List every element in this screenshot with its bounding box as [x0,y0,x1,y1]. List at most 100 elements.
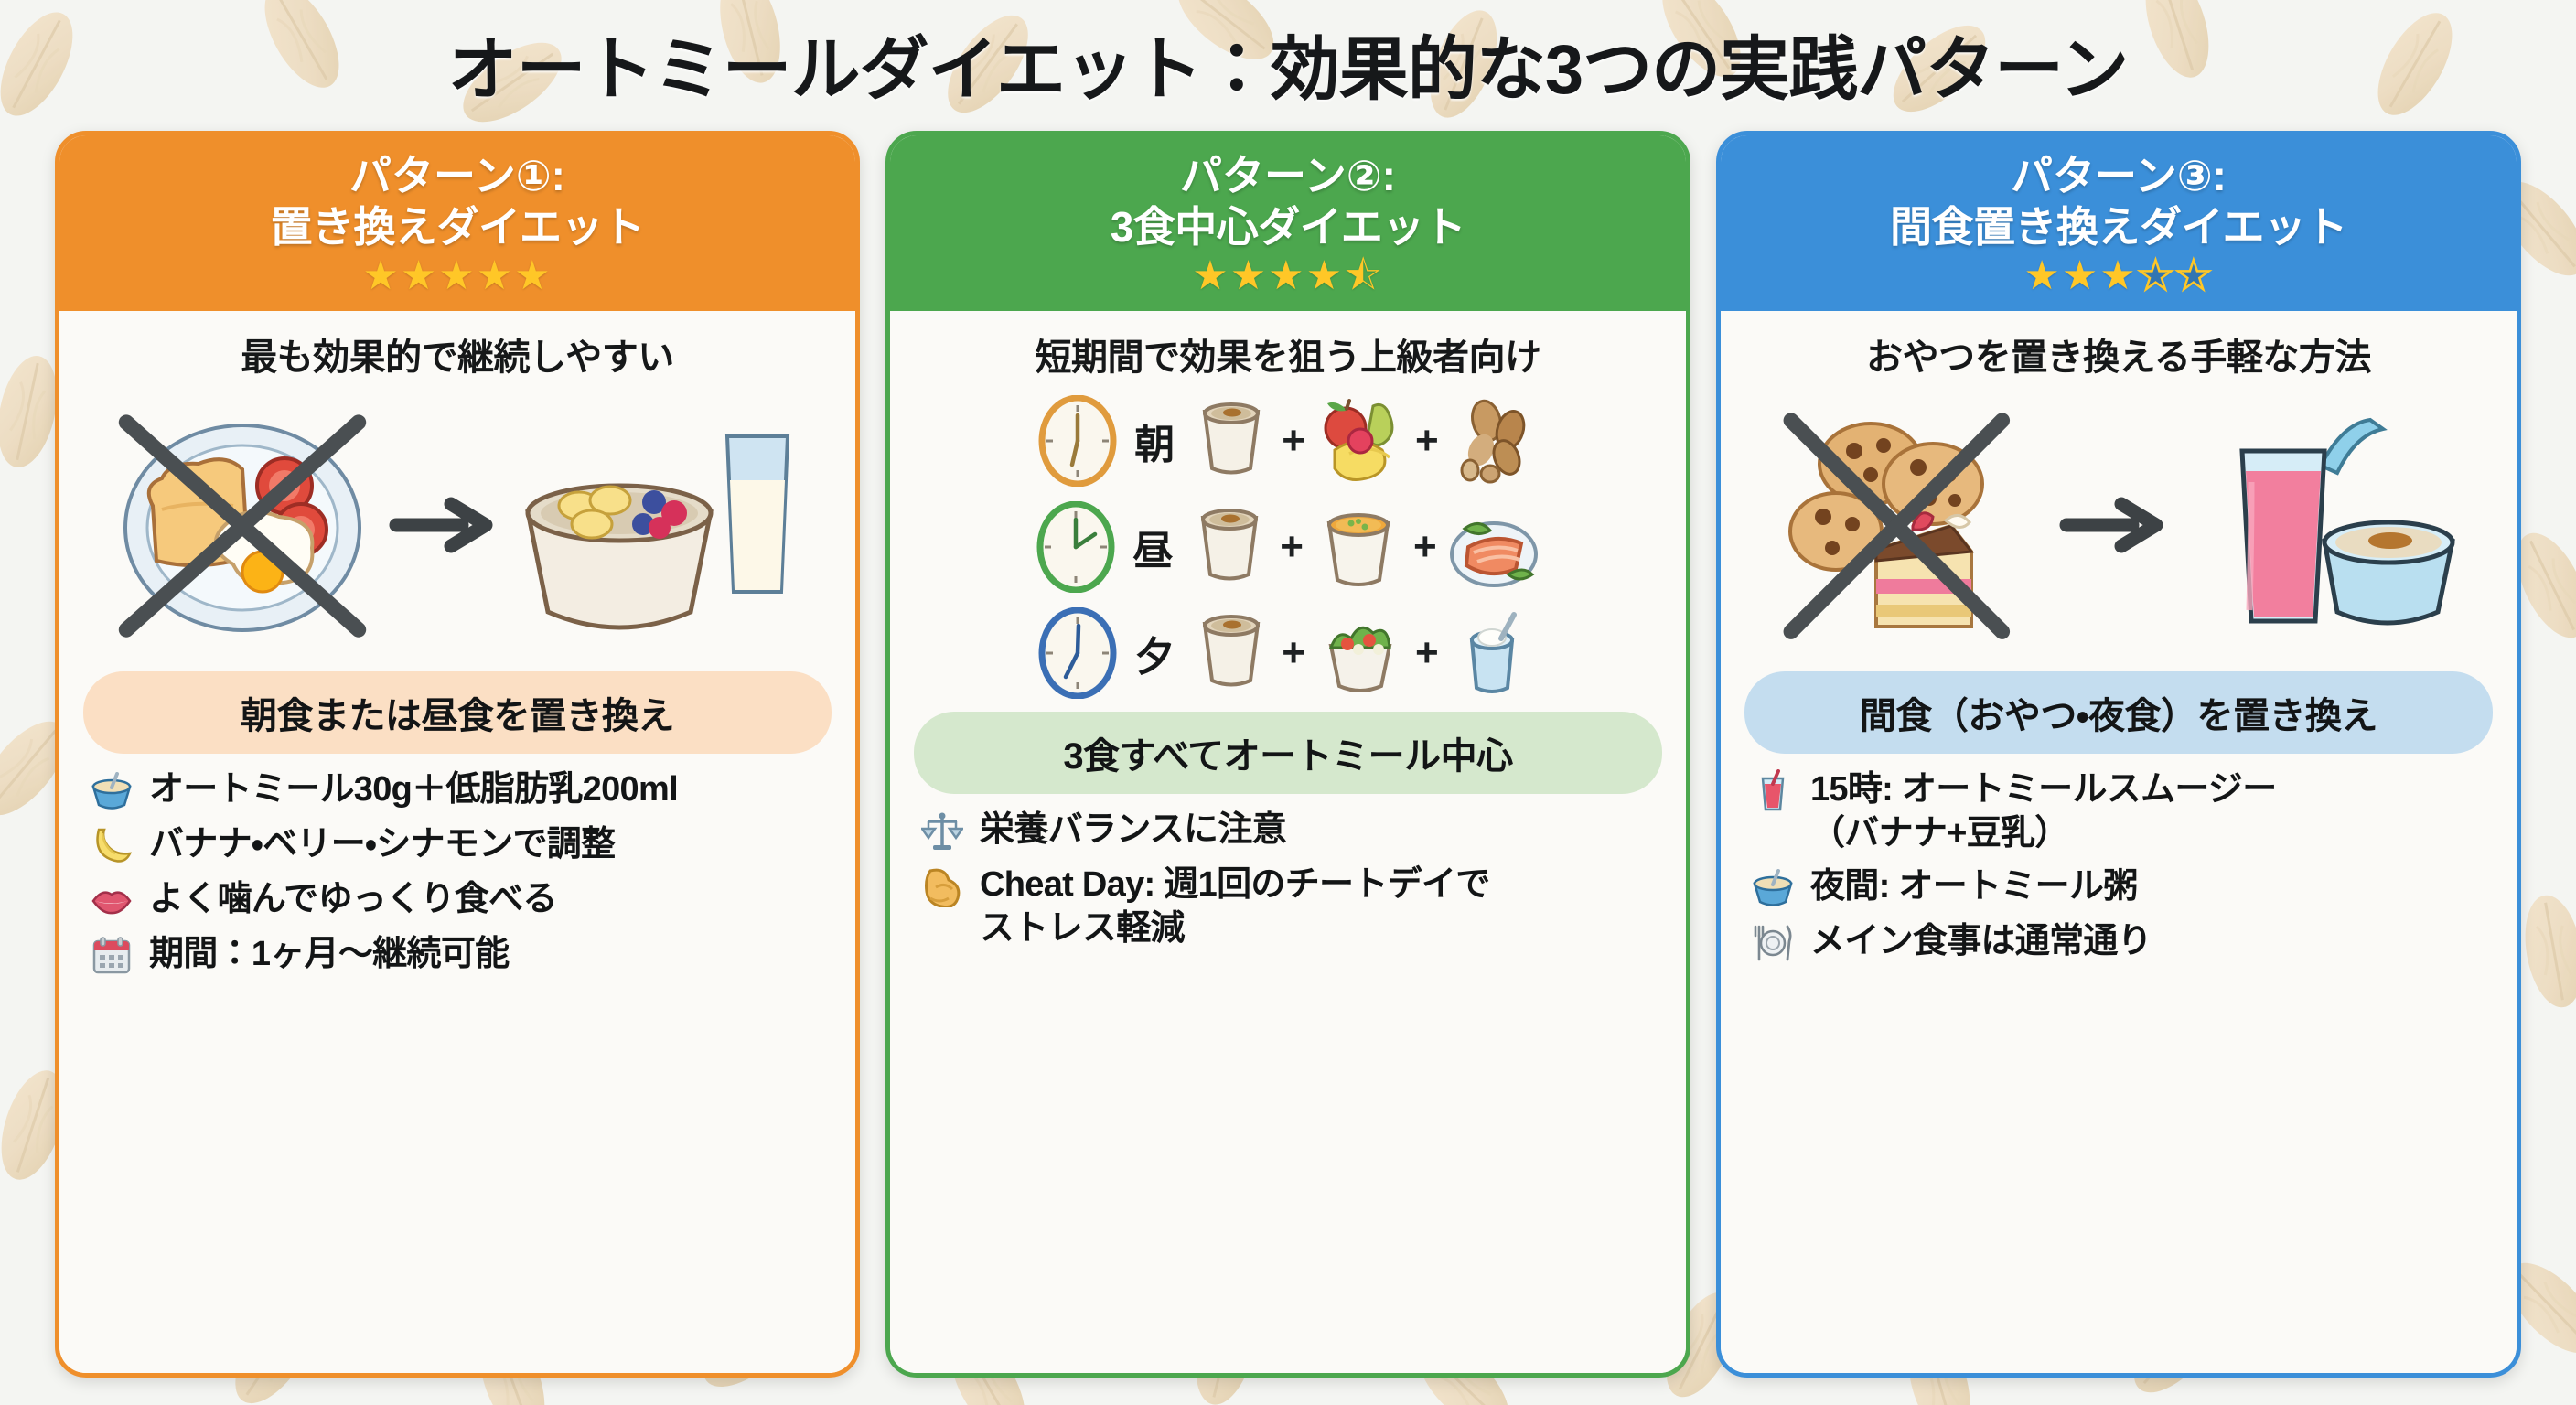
list-item: バナナ・ベリー・シナモンで調整 [87,823,832,869]
oatmeal-bowl-icon [87,768,136,814]
card-3-subtitle: おやつを置き換える手軽な方法 [1866,338,2371,379]
salad-bowl-icon [1328,627,1392,693]
card-3-body: おやつを置き換える手軽な方法 [1721,311,2517,1373]
star-filled: ★ [476,253,515,299]
meal-label-noon: 昼 [1132,529,1174,574]
meal-row-evening: 夕 + [1038,607,1537,700]
meal-label-evening: 夕 [1134,635,1175,681]
card-1-banner: 朝食または昼食を置き換え [83,671,832,755]
plus-separator: + [1282,418,1305,464]
clock-icon-noon [1036,501,1115,594]
oatmeal-cup-icon [1203,615,1261,687]
card-3-title-line2: 間食置き換えダイエット [1889,203,2348,252]
salmon-plate-icon [1449,521,1538,588]
card-1-rating-stars: ★★★★★ [69,256,846,296]
star-filled: ★ [1192,253,1230,299]
list-item-text: 15時: オートミールスムージー （バナナ+豆乳） [1810,768,2493,856]
card-3-rating-stars: ★★★★★ [1730,253,2507,299]
list-item-text: 期間：1ヶ月〜継続可能 [149,935,510,974]
list-item: Cheat Day: 週1回のチートデイで ストレス軽減 [918,863,1662,951]
star-filled: ★ [514,253,553,299]
list-item-text: メイン食事は通常通り [1810,922,2152,961]
list-item-text: 栄養バランスに注意 [980,810,1287,850]
list-item-text: オートミール30g＋低脂肪乳200ml [149,770,679,810]
plus-separator: + [1280,524,1304,570]
clock-icon-evening [1038,607,1117,700]
star-empty: ★ [2174,253,2214,299]
calendar-icon [87,933,136,979]
list-item: 期間：1ヶ月〜継続可能 [87,933,832,979]
pattern-cards-row: パターン①: 置き換えダイエット ★★★★★ 最も効果的で継続しやすい [48,131,2528,1378]
card-3-bullets: 15時: オートミールスムージー （バナナ+豆乳） 夜間: オー [1744,768,2493,966]
card-3-banner: 間食（おやつ・夜食）を置き換え [1744,671,2493,755]
pattern-card-3[interactable]: パターン③: 間食置き換えダイエット ★★★★★ おやつを置き換える手軽な方法 [1716,131,2521,1378]
crossed-out-breakfast-plate [105,411,380,639]
meal-row-noon: 昼 + [1036,501,1539,594]
arrow-right-icon [2059,497,2163,553]
card-2-rating-stars: ★★★★⯪ [899,256,1677,296]
yogurt-cup-icon [1469,612,1517,694]
list-item-text-line2: （バナナ+豆乳） [1810,814,2069,853]
list-item: よく噛んでゆっくり食べる [87,878,832,924]
star-filled: ★ [1305,253,1345,299]
star-empty: ★ [2136,253,2176,299]
card-1-illustration [83,388,832,662]
card-2-meal-schedule: 朝 + [914,388,1662,702]
star-filled: ★ [2061,253,2100,299]
plus-separator: + [1415,418,1439,464]
list-item: 栄養バランスに注意 [918,809,1662,854]
card-2-subtitle: 短期間で効果を狙う上級者向け [1035,338,1542,379]
star-filled: ★ [362,253,401,299]
oatmeal-cup-icon [1203,402,1261,475]
list-item-text-line1: 15時: オートミールスムージー [1810,770,2277,810]
pumpkin-soup-icon [1326,513,1390,587]
meal-row-morning: 朝 + [1038,395,1537,488]
nuts-icon [1460,400,1526,484]
star-filled: ★ [1268,253,1306,299]
oatmeal-bowl-icon [1748,865,1798,911]
list-item: メイン食事は通常通り [1748,920,2493,966]
star-filled: ★ [2023,253,2062,299]
card-2-title-line2: 3食中心ダイエット [1110,203,1466,252]
pattern-card-1[interactable]: パターン①: 置き換えダイエット ★★★★★ 最も効果的で継続しやすい [55,131,860,1378]
meal-label-morning: 朝 [1134,423,1175,468]
smoothie-glass-icon [1748,768,1798,814]
list-item-text: Cheat Day: 週1回のチートデイで ストレス軽減 [980,863,1662,951]
card-2-banner: 3食すべてオートミール中心 [914,712,1662,795]
card-1-header: パターン①: 置き換えダイエット ★★★★★ [59,135,855,312]
list-item: オートミール30g＋低脂肪乳200ml [87,768,832,814]
flexed-biceps-icon [918,863,967,909]
card-2-body: 短期間で効果を狙う上級者向け 朝 [890,311,1686,1373]
balance-scale-icon [918,809,967,854]
card-1-bullets: オートミール30g＋低脂肪乳200ml バナナ・ベリー・シナモンで調整 [83,768,832,979]
crossed-out-snacks [1776,411,2050,640]
list-item: 夜間: オートミール粥 [1748,865,2493,911]
star-filled: ★ [1229,253,1269,299]
list-item-text: バナナ・ベリー・シナモンで調整 [149,825,616,864]
plus-separator: + [1413,524,1437,570]
card-3-illustration [1744,388,2493,662]
oatmeal-bowl-and-milk [508,411,810,639]
list-item-text-line2: ストレス軽減 [980,909,1186,949]
smoothie-and-oatmeal-bowl [2178,411,2462,639]
list-item-text: よく噛んでゆっくり食べる [149,880,557,919]
card-1-body: 最も効果的で継続しやすい [59,311,855,1373]
star-filled: ★ [400,253,439,299]
card-2-title-line1: パターン②: [1180,152,1396,200]
star-half: ⯪ [1344,253,1384,299]
clock-icon-morning [1038,395,1117,488]
star-filled: ★ [438,253,477,299]
card-3-title-line1: パターン③: [2011,152,2227,200]
card-2-bullets: 栄養バランスに注意 Cheat Day: 週1回のチートデイで [914,809,1662,951]
lips-icon [87,878,136,924]
list-item-text-line1: Cheat Day: 週1回のチートデイで [980,865,1490,905]
fork-plate-knife-icon [1748,920,1798,966]
pattern-card-2[interactable]: パターン②: 3食中心ダイエット ★★★★⯪ 短期間で効果を狙う上級者向け [886,131,1690,1378]
list-item-text: 夜間: オートミール粥 [1810,867,2138,906]
banana-icon [87,823,136,869]
list-item: 15時: オートミールスムージー （バナナ+豆乳） [1748,768,2493,856]
card-3-header: パターン③: 間食置き換えダイエット ★★★★★ [1721,135,2517,312]
card-1-subtitle: 最も効果的で継続しやすい [241,338,674,379]
plus-separator: + [1415,630,1439,676]
